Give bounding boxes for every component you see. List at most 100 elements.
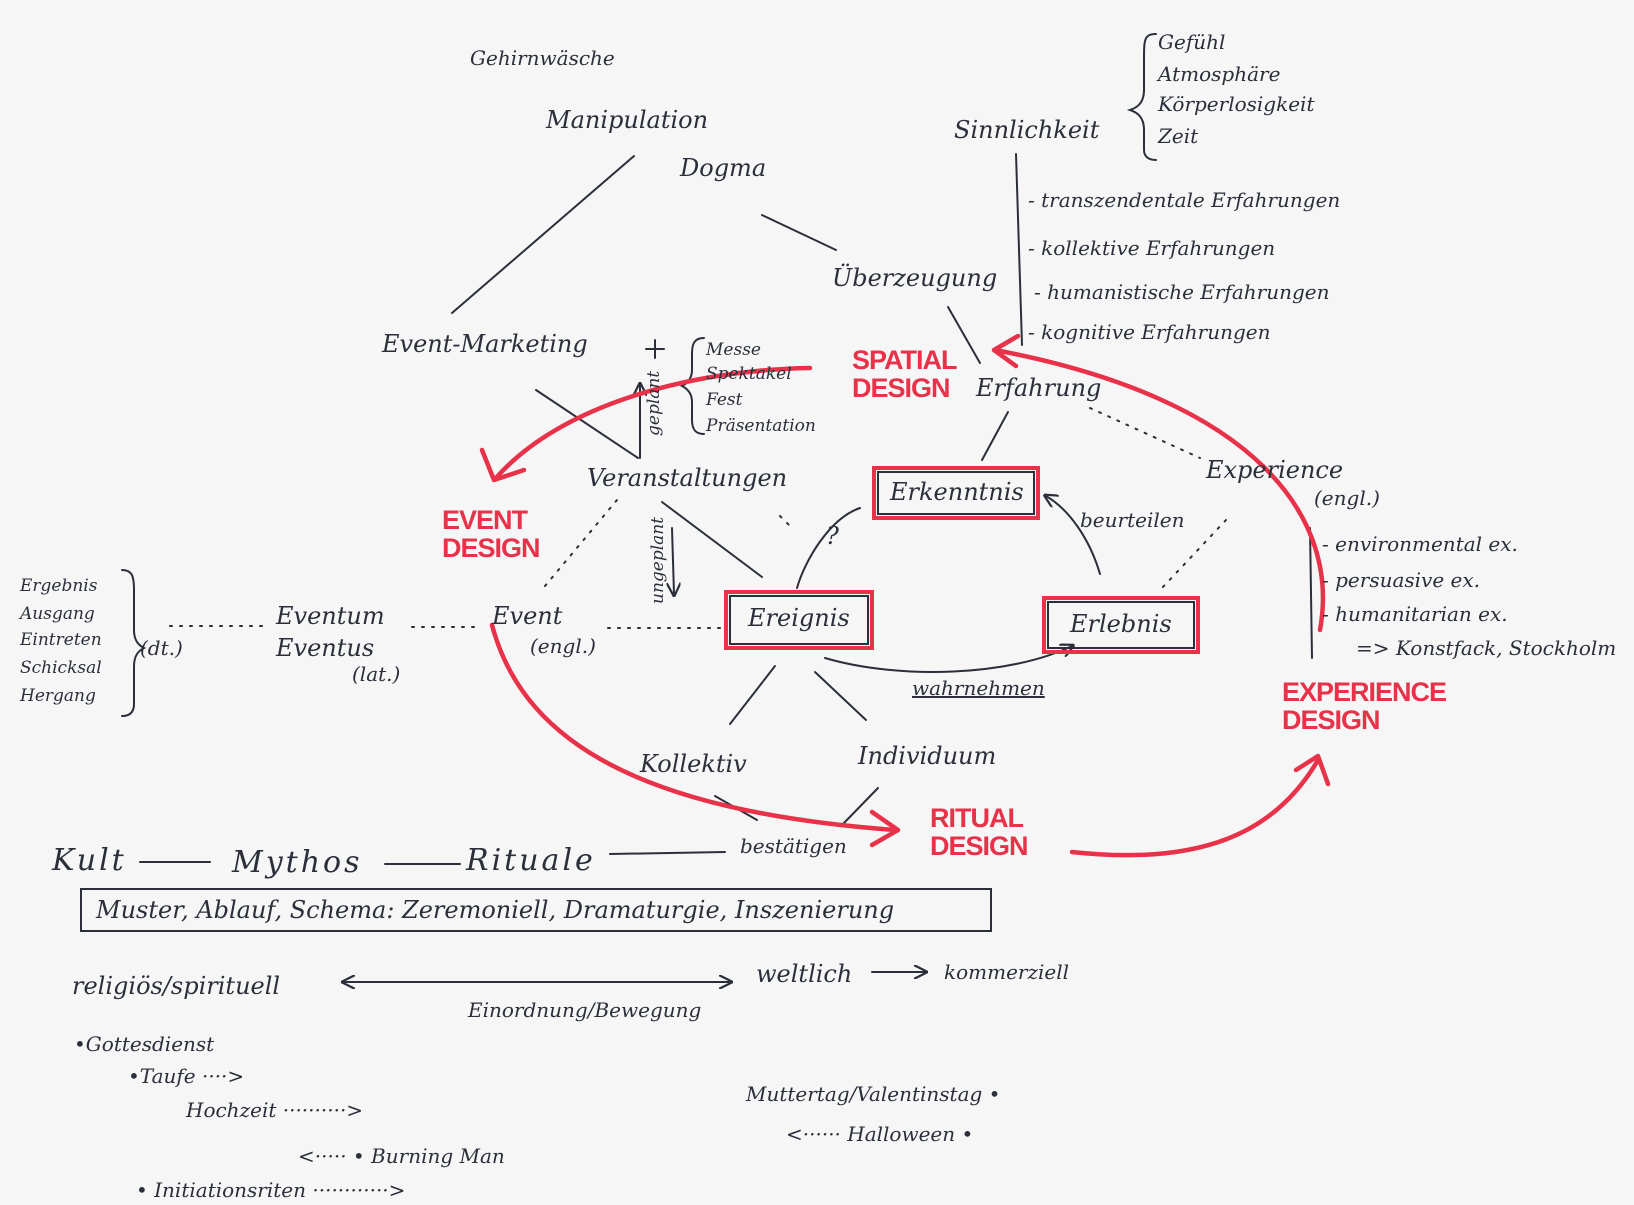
sinnlichkeit-label: Sinnlichkeit [954,116,1100,144]
line-rituale-bestaetigen [609,851,726,855]
ritual-design-line1: RITUAL [930,803,1024,833]
experience-item-persuasive: - persuasive ex. [1322,568,1481,592]
red-arrow-spatial-to-event [493,365,813,481]
lat-label: (lat.) [352,662,401,686]
erlebnis-box: Erlebnis [1042,596,1200,654]
erlebnis-to-erkenntnis-arrow [1046,496,1101,575]
rituale-label: Rituale [466,843,596,878]
line-ueberzeugung-erfahrung [947,306,981,364]
erfahrung-humanistisch: - humanistische Erfahrungen [1034,280,1330,304]
bewegung-label: Einordnung/Bewegung [468,998,702,1022]
schema-box: Muster, Ablauf, Schema: Zeremoniell, Dra… [80,888,992,932]
dots-veranstaltungen-question [779,515,791,527]
veranstaltungen-label: Veranstaltungen [587,464,788,492]
red-arrow-experience-to-spatial [992,347,1326,633]
meaning-schicksal: Schicksal [20,658,102,678]
sinn-item-koerperlosigkeit: Körperlosigkeit [1158,92,1315,116]
line-eventmarketing-veranstaltungen [535,389,639,459]
meanings-brace [121,569,147,717]
event-design-label: EVENT DESIGN [442,505,541,564]
erlebnis-label: Erlebnis [1070,610,1172,638]
erkenntnis-box: Erkenntnis [872,466,1040,520]
line-sinnlichkeit-erfahrungen [1015,153,1023,346]
sinn-item-zeit: Zeit [1158,124,1199,148]
experience-item-humanitarian: - humanitarian ex. [1322,602,1508,626]
manipulation-label: Manipulation [546,106,709,134]
burning-man-label: <····· • Burning Man [298,1144,505,1168]
eventum-label: Eventum [276,602,385,630]
question-mark: ? [826,522,839,550]
weltlich-label: weltlich [756,960,853,988]
schema-text: Muster, Ablauf, Schema: Zeremoniell, Dra… [96,896,895,924]
event-label: Event [492,602,563,630]
experience-design-line1: EXPERIENCE [1282,677,1447,707]
sinn-item-atmosphaere: Atmosphäre [1158,62,1281,86]
ereignis-box: Ereignis [724,590,874,650]
erfahrung-kognitiv: - kognitive Erfahrungen [1028,320,1271,344]
wahrnehmen-arrow [824,646,1072,673]
erfahrung-label: Erfahrung [976,374,1102,402]
mythos-label: Mythos [232,845,363,880]
spatial-design-label: SPATIAL DESIGN [852,346,957,403]
red-arrow-event-to-ritual [489,622,898,833]
ueberzeugung-label: Überzeugung [832,264,998,292]
event-design-line2: DESIGN [442,533,541,564]
religioes-label: religiös/spirituell [72,972,281,1000]
line-individuum-bestaetigen [842,787,879,825]
experience-item-environmental: - environmental ex. [1322,532,1518,556]
veranstaltung-type-spektakel: Spektakel [706,364,792,384]
red-arrow-ritual-to-experience [1069,757,1321,858]
meaning-eintreten: Eintreten [20,630,102,650]
kommerziell-label: kommerziell [944,960,1070,984]
experience-engl-label: (engl.) [1314,486,1380,510]
line-ereignis-kollektiv [729,665,776,725]
ritual-design-label: RITUAL DESIGN [930,803,1029,862]
ungeplant-label: ungeplant [648,516,668,604]
halloween-label: <······ Halloween • [786,1122,974,1146]
experience-item-konstfack: => Konstfack, Stockholm [1356,636,1617,660]
erfahrung-transzendental: - transzendentale Erfahrungen [1028,188,1341,212]
erkenntnis-label: Erkenntnis [890,478,1024,506]
experience-label: Experience [1206,456,1344,484]
individuum-label: Individuum [858,742,997,770]
gottesdienst-label: •Gottesdienst [74,1032,215,1056]
bestaetigen-label: bestätigen [740,834,847,858]
veranstaltung-type-fest: Fest [706,390,743,410]
line-ereignis-individuum [814,671,867,721]
ritual-design-line2: DESIGN [930,831,1029,862]
initiation-label: • Initiationsriten ············> [136,1178,406,1202]
line-experience-items [1309,527,1313,659]
event-engl-label: (engl.) [530,634,596,658]
dots-event-veranstaltungen [544,499,618,587]
experience-design-line2: DESIGN [1282,705,1381,736]
muttertag-label: Muttertag/Valentinstag • [746,1082,1001,1106]
dots-erfahrung-experience [1089,407,1201,459]
meaning-hergang: Hergang [20,686,96,706]
dt-label: (dt.) [140,636,183,660]
line-veranstaltungen-ereignis [661,501,763,578]
spatial-design-line1: SPATIAL [852,345,957,375]
sinn-item-gefuehl: Gefühl [1158,30,1226,54]
ereignis-label: Ereignis [748,604,850,632]
dogma-label: Dogma [680,154,767,182]
kollektiv-label: Kollektiv [640,750,747,778]
line-dogma-ueberzeugung [761,214,837,251]
veranstaltung-brace [679,337,705,435]
ereignis-to-erkenntnis-curve [796,507,861,589]
meaning-ergebnis: Ergebnis [20,576,98,596]
line-manipulation-eventmarketing [451,155,635,314]
taufe-label: •Taufe ····> [128,1064,245,1088]
kult-label: Kult [52,843,127,878]
beurteilen-label: beurteilen [1080,508,1185,532]
sinn-brace [1126,33,1157,161]
veranstaltung-type-messe: Messe [706,340,761,360]
gehirnwaesche-label: Gehirnwäsche [470,46,615,70]
veranstaltung-type-praesentation: Präsentation [706,416,816,436]
experience-design-label: EXPERIENCE DESIGN [1282,677,1447,736]
ungeplant-arrow [672,527,674,594]
eventus-label: Eventus [276,634,375,662]
event-design-line1: EVENT [442,505,528,535]
hochzeit-label: Hochzeit ··········> [186,1098,364,1122]
spatial-design-line2: DESIGN [852,373,951,404]
